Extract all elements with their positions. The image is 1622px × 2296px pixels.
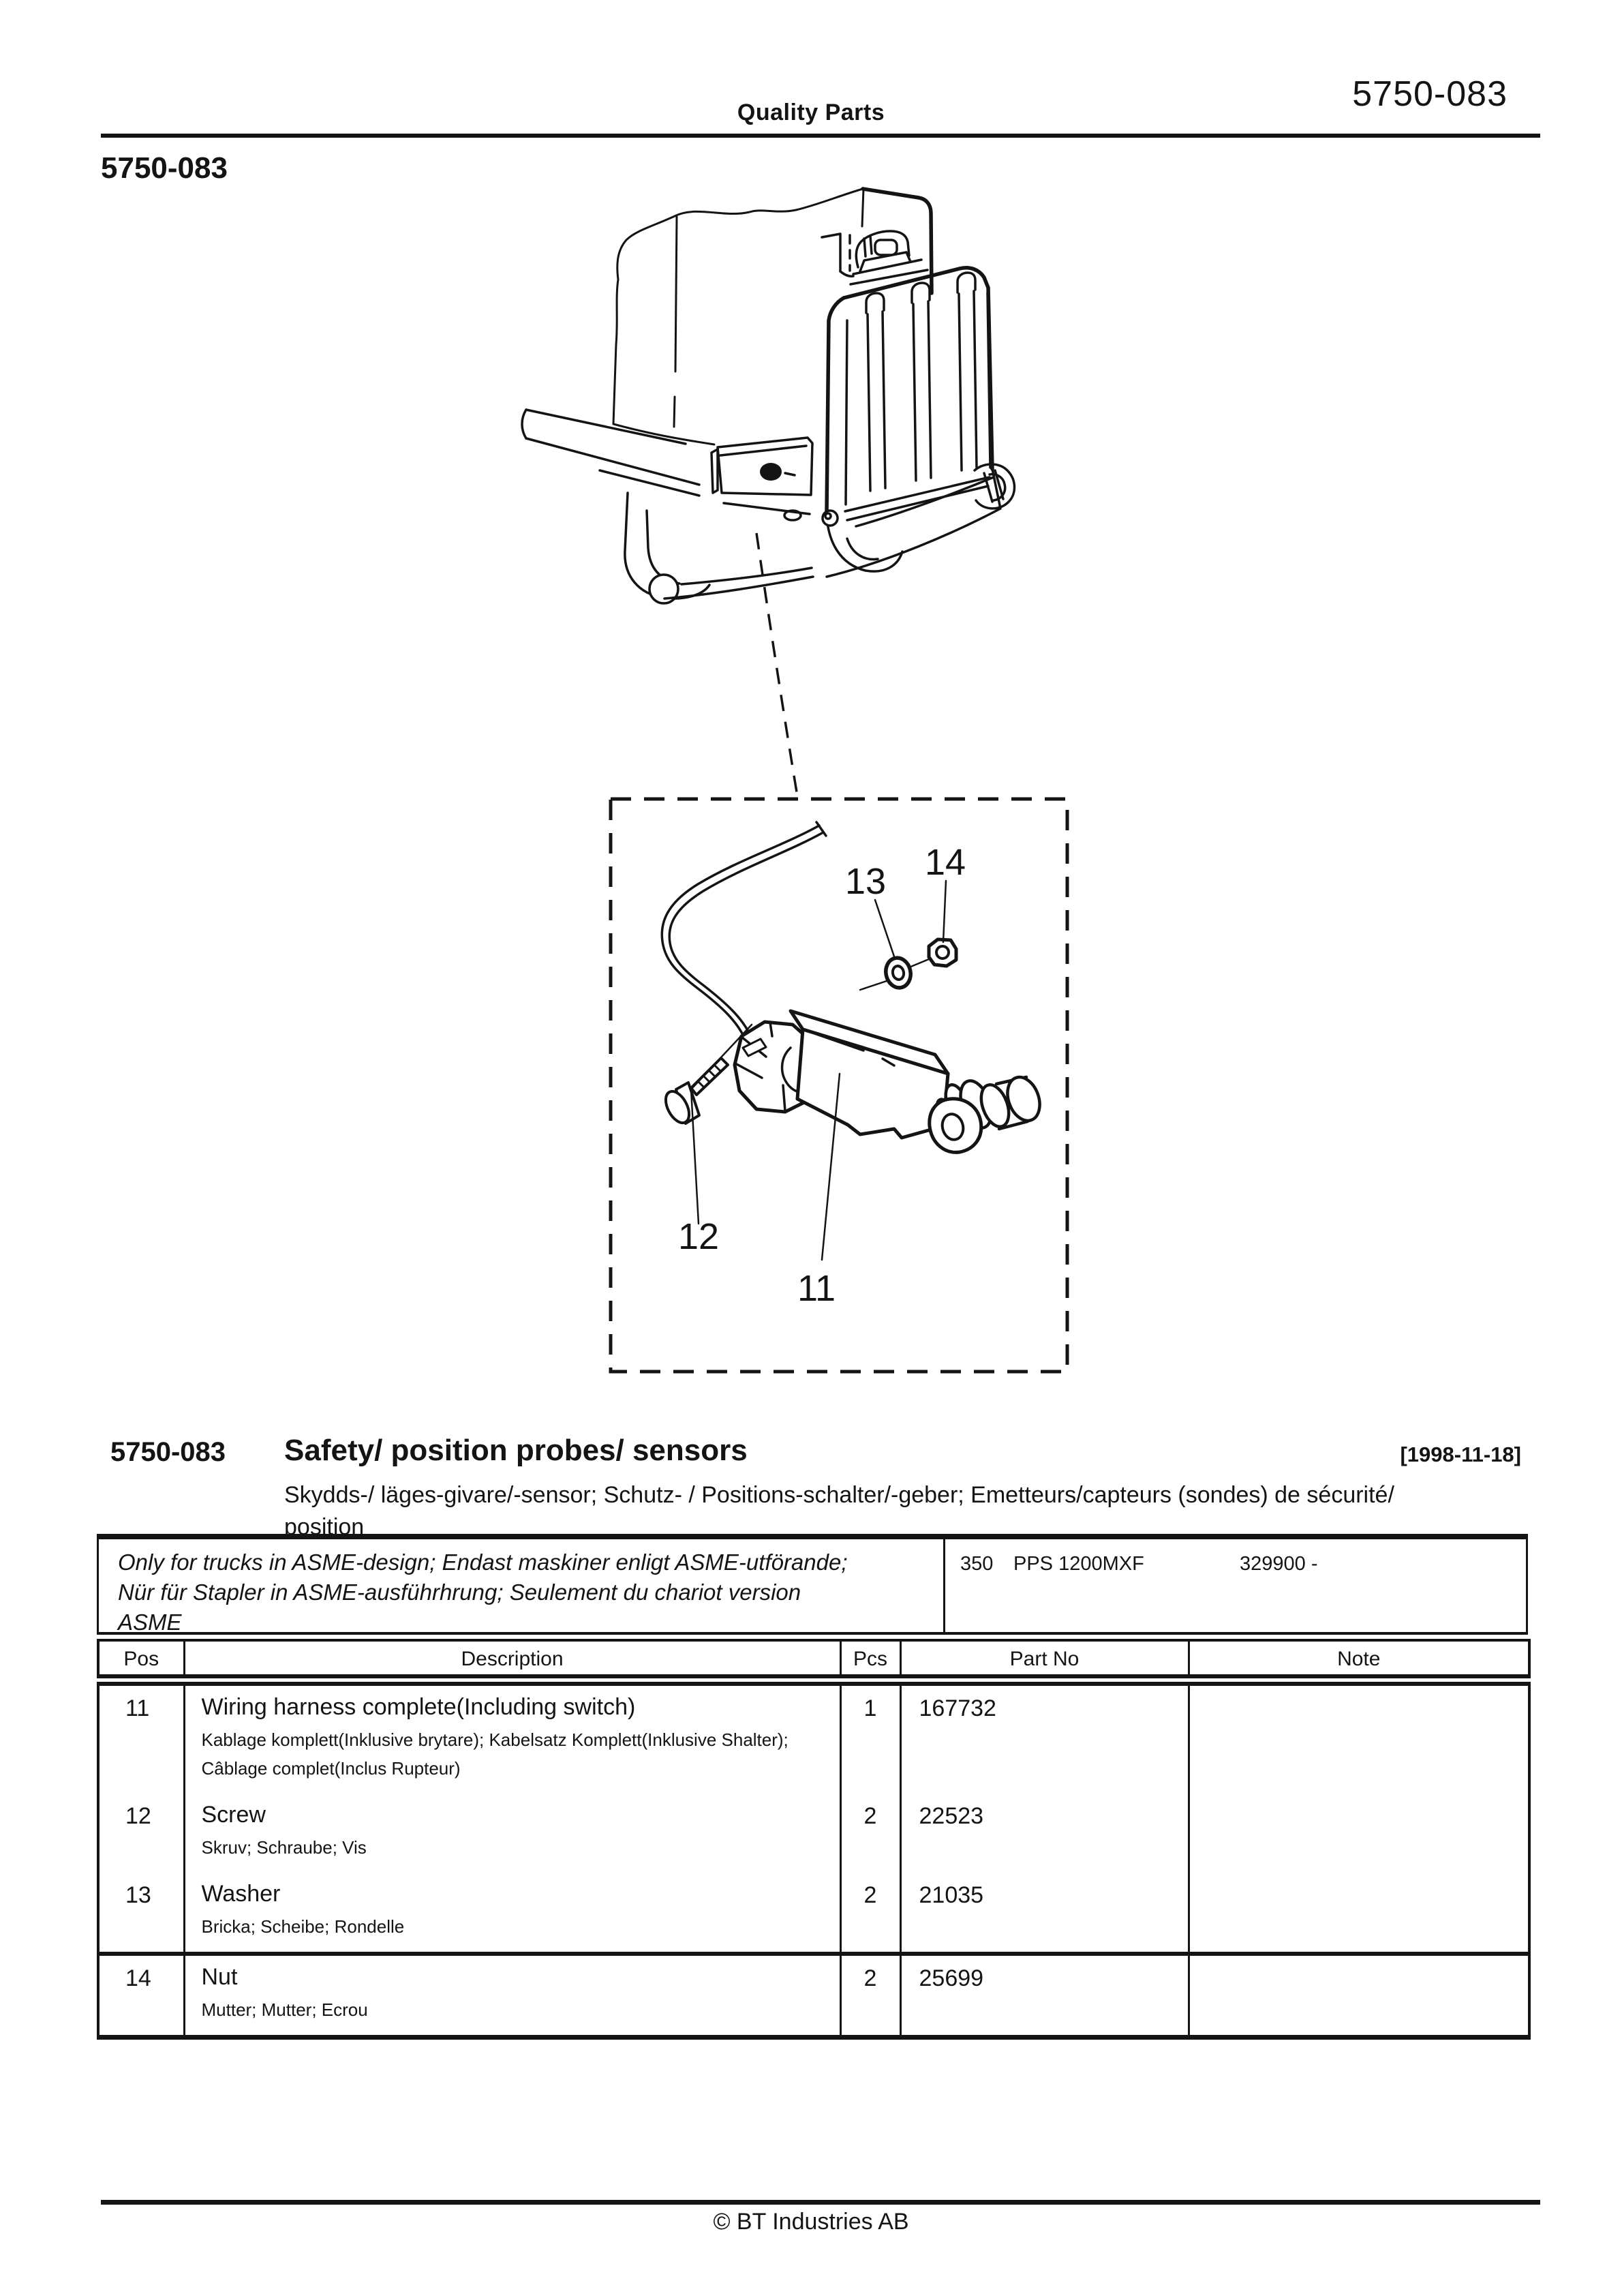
header-rule: [101, 134, 1540, 138]
section-number: 5750-083: [110, 1437, 226, 1467]
cell-note: [1187, 1794, 1531, 1873]
parts-table: Pos Description Pcs Part No Note 11 Wiri…: [97, 1639, 1531, 2040]
drive-wheel: [648, 573, 679, 605]
switch-body: [789, 1009, 950, 1140]
description-translations: Mutter; Mutter; Ecrou: [201, 1999, 368, 2020]
col-header-description: Description: [183, 1640, 842, 1686]
applicability-note: Only for trucks in ASME-design; Endast m…: [99, 1539, 945, 1635]
cell-pos: 11: [97, 1680, 185, 1794]
cell-pcs: 2: [839, 1873, 902, 1954]
connector: [928, 1075, 1041, 1154]
cell-pos: 13: [97, 1873, 185, 1954]
detail-leader-line: [755, 532, 799, 797]
description-translations: Skruv; Schraube; Vis: [201, 1837, 367, 1858]
col-header-pcs: Pcs: [839, 1640, 902, 1686]
cell-description: Nut Mutter; Mutter; Ecrou: [183, 1952, 842, 2038]
table-row: 11 Wiring harness complete(Including swi…: [97, 1680, 1531, 1794]
document-number: 5750-083: [1352, 74, 1508, 114]
cell-description: Wiring harness complete(Including switch…: [183, 1680, 842, 1794]
parts-illustration: 13 14 12 11: [521, 187, 1069, 1374]
truck-serial-range: 329900 -: [1240, 1553, 1318, 1575]
col-header-pos: Pos: [97, 1640, 185, 1686]
washer-illustration: [884, 956, 913, 990]
cell-note: [1187, 1952, 1531, 2038]
cell-pos: 12: [97, 1794, 185, 1873]
cell-part-no: 25699: [899, 1952, 1190, 2038]
table-row: 14 Nut Mutter; Mutter; Ecrou 2 25699: [97, 1952, 1531, 2038]
section-title: Safety/ position probes/ sensors: [284, 1434, 748, 1467]
applicability-box: Only for trucks in ASME-design; Endast m…: [97, 1534, 1528, 1635]
applicability-truck-cell: 350 PPS 1200MXF 329900 -: [945, 1539, 1526, 1632]
page-title: Quality Parts: [737, 100, 885, 125]
truck-illustration: [521, 187, 1016, 605]
description-main: Washer: [201, 1881, 281, 1907]
section-date: [1998-11-18]: [1400, 1442, 1521, 1466]
cell-description: Screw Skruv; Schraube; Vis: [183, 1794, 842, 1873]
callout-leaders: [690, 879, 947, 1261]
callout-13: 13: [845, 861, 886, 902]
description-main: Wiring harness complete(Including switch…: [201, 1694, 636, 1720]
table-row: 13 Washer Bricka; Scheibe; Rondelle 2 21…: [97, 1873, 1531, 1954]
applicability-note-line: Nür für Stapler in ASME-ausführhrung; Se…: [118, 1580, 801, 1605]
callout-11: 11: [797, 1268, 836, 1309]
nut-illustration: [927, 937, 958, 968]
callout-14: 14: [925, 842, 966, 883]
sensor-assembly: [660, 821, 1041, 1261]
truck-type-code: 350: [960, 1553, 994, 1575]
detail-box: [609, 797, 1069, 1374]
col-header-part-no: Part No: [899, 1640, 1190, 1686]
callout-12: 12: [678, 1216, 719, 1257]
table-row: 12 Screw Skruv; Schraube; Vis 2 22523: [97, 1794, 1531, 1873]
col-header-note: Note: [1187, 1640, 1531, 1686]
description-main: Nut: [201, 1964, 238, 1990]
footer-copyright: © BT Industries AB: [713, 2209, 909, 2235]
truck-model: PPS 1200MXF: [1013, 1553, 1144, 1575]
footer-rule: [101, 2200, 1540, 2205]
cell-pcs: 1: [839, 1680, 902, 1794]
applicability-note-line: ASME: [118, 1610, 182, 1635]
mount-hole: [760, 463, 782, 481]
cell-description: Washer Bricka; Scheibe; Rondelle: [183, 1873, 842, 1954]
cell-part-no: 22523: [899, 1794, 1190, 1873]
cell-pcs: 2: [839, 1952, 902, 2038]
cell-note: [1187, 1873, 1531, 1954]
description-main: Screw: [201, 1802, 266, 1828]
cell-part-no: 167732: [899, 1680, 1190, 1794]
parts-table-wrapper: Pos Description Pcs Part No Note 11 Wiri…: [97, 1639, 1531, 2040]
screw-illustration: [664, 1057, 729, 1125]
cell-note: [1187, 1680, 1531, 1794]
section-number-top: 5750-083: [101, 151, 228, 185]
description-translations: Bricka; Scheibe; Rondelle: [201, 1916, 405, 1937]
description-translations: Kablage komplett(Inklusive brytare); Kab…: [201, 1729, 789, 1779]
applicability-note-line: Only for trucks in ASME-design; Endast m…: [118, 1550, 848, 1575]
cell-part-no: 21035: [899, 1873, 1190, 1954]
cable: [660, 821, 827, 1042]
cell-pos: 14: [97, 1952, 185, 2038]
cell-pcs: 2: [839, 1794, 902, 1873]
parts-table-header-row: Pos Description Pcs Part No Note: [97, 1640, 1531, 1686]
